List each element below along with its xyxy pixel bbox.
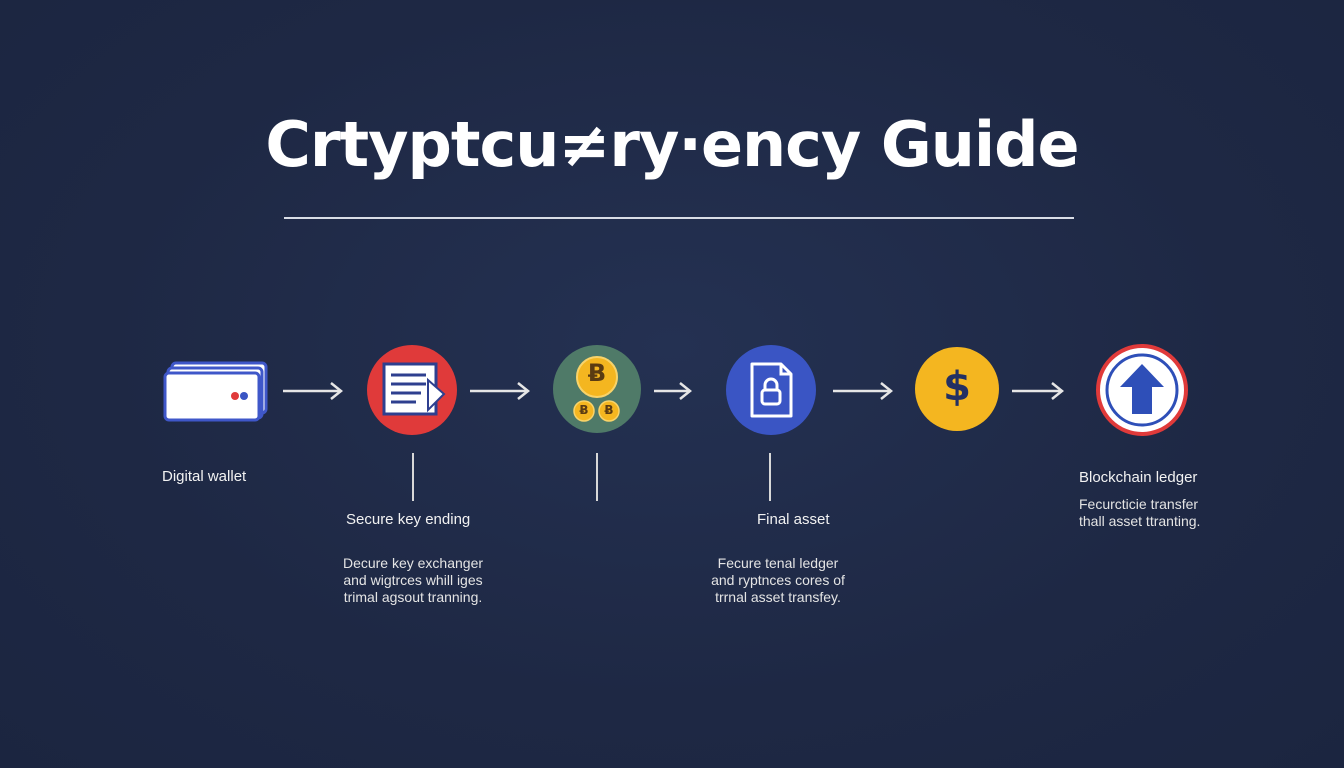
wallet-icon bbox=[163, 360, 269, 422]
page-title: Crtyptcu≠ry·ency Guide bbox=[265, 108, 1079, 181]
description-line: Decure key exchanger bbox=[342, 555, 484, 571]
step-label-secure-key: Secure key ending bbox=[346, 511, 471, 528]
flow-arrow bbox=[470, 379, 532, 403]
coin-symbol: Ƀ bbox=[579, 403, 589, 417]
document-icon bbox=[366, 344, 458, 436]
bitcoin-symbol: Ƀ bbox=[587, 359, 607, 387]
step-description: Fecure tenal ledger and ryptnces cores o… bbox=[688, 555, 868, 606]
step-description: Fecurcticie transfer thall asset ttranti… bbox=[1079, 496, 1229, 530]
flow-arrow bbox=[283, 379, 345, 403]
connector-line bbox=[596, 453, 598, 501]
step-label-wallet: Digital wallet bbox=[162, 468, 247, 485]
file-lock-icon bbox=[725, 344, 817, 436]
step-label-blockchain: Blockchain ledger bbox=[1079, 469, 1198, 486]
connector-line bbox=[412, 453, 414, 501]
description-line: Fecurcticie transfer bbox=[1079, 496, 1199, 512]
description-line: trimal agsout tranning. bbox=[343, 589, 483, 605]
title-divider bbox=[284, 217, 1074, 219]
description-line: Fecure tenal ledger bbox=[717, 555, 839, 571]
dollar-icon bbox=[914, 346, 1000, 432]
step-description: Decure key exchanger and wigtrces whill … bbox=[323, 555, 503, 606]
coin-symbol: Ƀ bbox=[604, 403, 614, 417]
description-line: trrnal asset transfey. bbox=[715, 589, 841, 605]
description-line: and wigtrces whill iges bbox=[343, 572, 483, 588]
flow-arrow bbox=[833, 379, 895, 403]
flow-arrow bbox=[1012, 379, 1066, 403]
connector-line bbox=[769, 453, 771, 501]
upload-arrow-icon bbox=[1096, 344, 1188, 436]
description-line: and ryptnces cores of bbox=[711, 572, 845, 588]
flow-arrow bbox=[654, 379, 694, 403]
step-label-final-asset: Final asset bbox=[757, 511, 830, 528]
dollar-symbol: $ bbox=[943, 364, 971, 410]
description-line: thall asset ttranting. bbox=[1079, 513, 1201, 529]
bitcoin-icon bbox=[552, 344, 642, 434]
